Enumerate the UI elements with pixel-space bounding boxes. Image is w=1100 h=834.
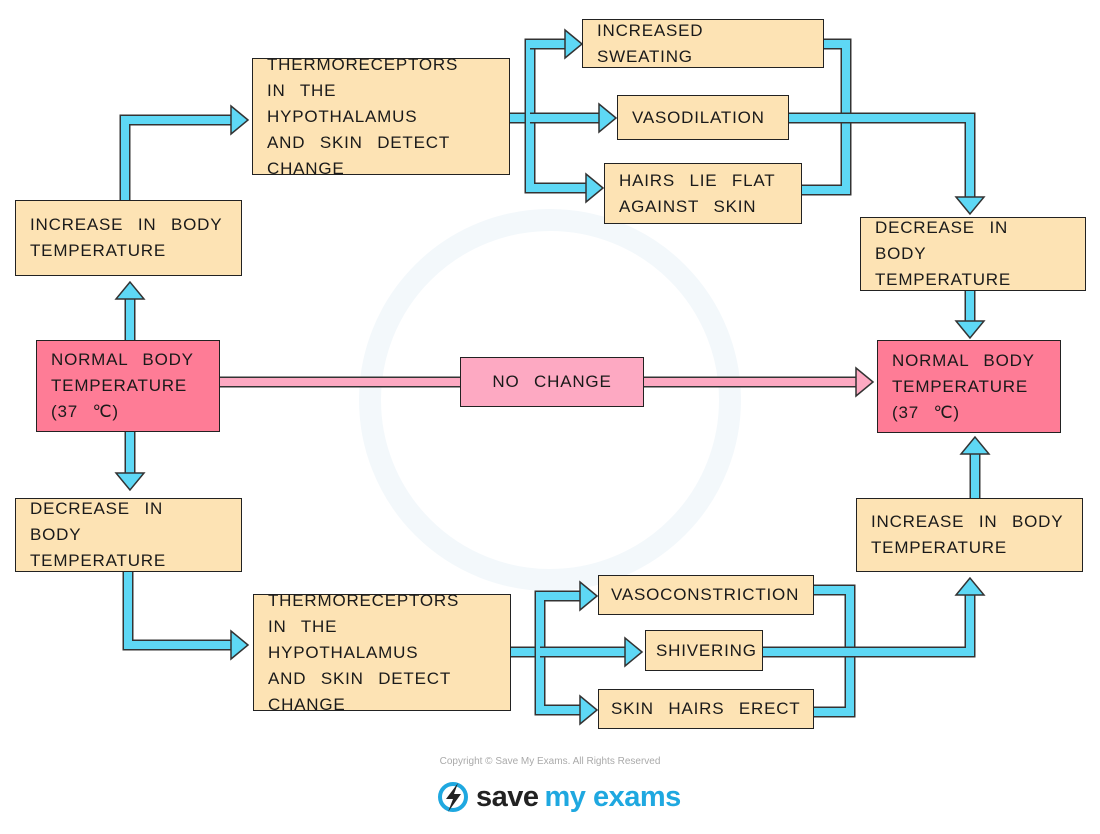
arrowhead-icon — [624, 636, 644, 668]
lightning-logo-icon — [438, 782, 468, 812]
watermark-icon — [359, 209, 741, 591]
box-thermoreceptors-bottom: THERMORECEPTORS IN THE HYPOTHALAMUS AND … — [253, 591, 511, 714]
arrowhead-icon — [230, 104, 250, 136]
box-no-change: NO CHANGE — [460, 357, 644, 407]
arrow-line — [763, 594, 974, 656]
arrowhead-icon — [114, 280, 146, 300]
arrowhead-icon — [230, 629, 250, 661]
arrowhead-icon — [579, 694, 599, 726]
box-increase-left: INCREASE IN BODY TEMPERATURE — [15, 200, 242, 276]
arrowhead-icon — [598, 102, 618, 134]
arrowhead-icon — [114, 472, 146, 492]
arrowhead-icon — [564, 28, 584, 60]
arrow-line — [122, 572, 232, 651]
arrowhead-icon — [959, 435, 991, 455]
box-normal-left: NORMAL BODY TEMPERATURE (37 ℃) — [36, 340, 220, 432]
arrow-line — [121, 116, 232, 200]
box-increase-right: INCREASE IN BODY TEMPERATURE — [856, 498, 1083, 572]
logo-text-myexams: my exams — [544, 780, 682, 813]
arrowhead-icon — [954, 320, 986, 340]
box-hairs-lie-flat: HAIRS LIE FLAT AGAINST SKIN — [604, 163, 802, 224]
box-vasodilation: VASODILATION — [617, 95, 789, 140]
arrowhead-icon — [954, 196, 986, 216]
box-decrease-left: DECREASE IN BODY TEMPERATURE — [15, 498, 242, 572]
box-thermoreceptors-top: THERMORECEPTORS IN THE HYPOTHALAMUS AND … — [252, 55, 510, 178]
box-increased-sweating: INCREASED SWEATING — [582, 19, 824, 68]
arrow-line — [789, 114, 974, 198]
copyright-text: Copyright © Save My Exams. All Rights Re… — [439, 756, 661, 767]
arrowhead-icon — [855, 366, 875, 398]
box-decrease-right: DECREASE IN BODY TEMPERATURE — [860, 217, 1086, 291]
arrowhead-icon — [954, 576, 986, 596]
box-shivering: SHIVERING — [645, 630, 763, 671]
arrowhead-icon — [585, 172, 605, 204]
box-skin-hairs-erect: SKIN HAIRS ERECT — [598, 689, 814, 729]
logo-text-save: save — [476, 780, 539, 813]
box-vasoconstriction: VASOCONSTRICTION — [598, 575, 814, 615]
arrowhead-icon — [579, 580, 599, 612]
box-normal-right: NORMAL BODY TEMPERATURE (37 ℃) — [877, 340, 1061, 433]
arrow-line — [124, 572, 232, 649]
arrow-line — [119, 114, 232, 200]
